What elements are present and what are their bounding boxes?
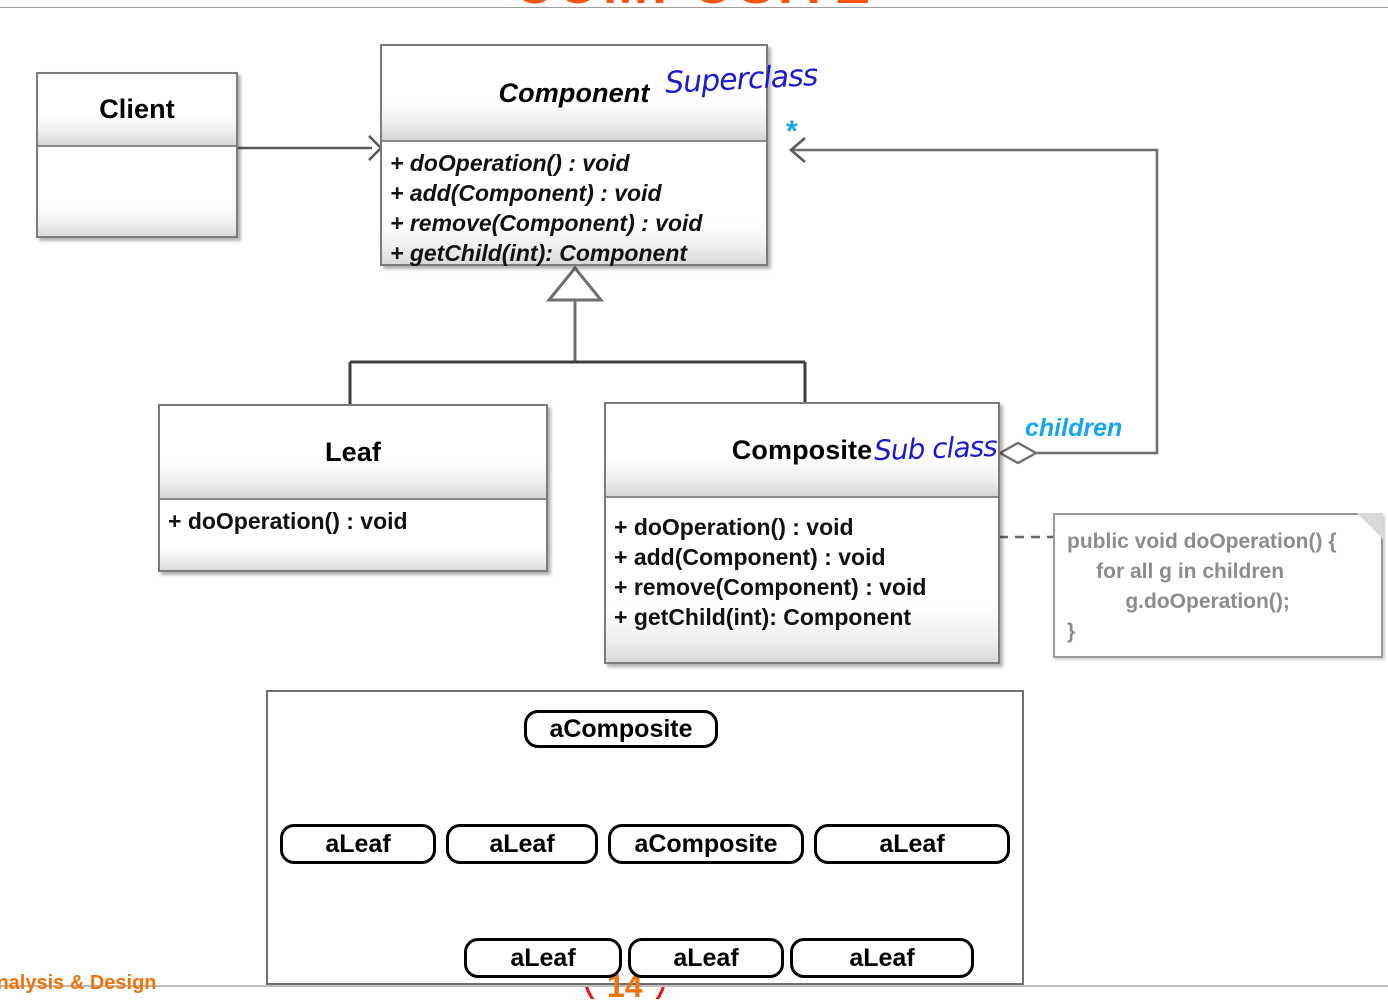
footer-divider xyxy=(0,985,1388,987)
operation-row: + getChild(int): Component xyxy=(390,240,688,266)
operation-row: + doOperation() : void xyxy=(614,514,854,540)
multiplicity-star-label: * xyxy=(786,115,798,148)
footer-course-label: Analysis & Design xyxy=(0,972,157,994)
operation-row: + getChild(int): Component xyxy=(614,604,912,630)
object-node-aleaf[interactable]: aLeaf xyxy=(446,824,598,864)
object-node-aleaf[interactable]: aLeaf xyxy=(464,938,622,978)
object-node-acomposite[interactable]: aComposite xyxy=(608,824,804,864)
class-box-composite[interactable]: Composite + doOperation() : void + add(C… xyxy=(604,402,1000,664)
slide-title: COMPOSITE xyxy=(0,0,1388,8)
class-operations-leaf: + doOperation() : void xyxy=(160,500,546,570)
note-fold-corner xyxy=(1357,513,1383,539)
handwritten-superclass-annotation: Superclass xyxy=(664,58,819,101)
operation-row: + doOperation() : void xyxy=(390,150,630,176)
class-operations-component: + doOperation() : void + add(Component) … xyxy=(382,142,766,266)
class-header-component: Component xyxy=(382,46,766,142)
slide-title-strip: COMPOSITE xyxy=(0,0,1388,8)
class-name-leaf: Leaf xyxy=(325,436,381,467)
operation-row: + add(Component) : void xyxy=(614,544,886,570)
object-node-root-acomposite[interactable]: aComposite xyxy=(524,710,718,748)
class-box-client[interactable]: Client xyxy=(36,72,238,238)
class-operations-composite: + doOperation() : void + add(Component) … xyxy=(606,498,998,662)
note-code-text: public void doOperation() { for all g in… xyxy=(1067,530,1337,643)
class-header-composite: Composite xyxy=(606,404,998,498)
operation-row: + add(Component) : void xyxy=(390,180,662,206)
object-node-aleaf[interactable]: aLeaf xyxy=(280,824,436,864)
uml-note-dooperation-body: public void doOperation() { for all g in… xyxy=(1053,513,1383,658)
class-name-component: Component xyxy=(498,77,650,108)
class-header-client: Client xyxy=(38,74,236,147)
handwritten-subclass-annotation: Sub class xyxy=(873,429,998,468)
class-box-component[interactable]: Component + doOperation() : void + add(C… xyxy=(380,44,768,266)
object-node-aleaf[interactable]: aLeaf xyxy=(790,938,974,978)
operation-row: + remove(Component) : void xyxy=(390,210,703,236)
generalization-triangle xyxy=(348,265,807,404)
client-to-component-link xyxy=(238,135,383,161)
operation-row: + remove(Component) : void xyxy=(614,574,927,600)
object-node-aleaf[interactable]: aLeaf xyxy=(814,824,1010,864)
class-name-client: Client xyxy=(99,94,175,124)
operation-row: + doOperation() : void xyxy=(168,508,408,534)
class-body-client xyxy=(38,147,236,236)
association-role-children-label: children xyxy=(1025,414,1123,442)
class-box-leaf[interactable]: Leaf + doOperation() : void xyxy=(158,404,548,572)
object-node-aleaf[interactable]: aLeaf xyxy=(628,938,784,978)
class-name-composite: Composite xyxy=(731,434,873,465)
class-header-leaf: Leaf xyxy=(160,406,546,500)
title-underline xyxy=(0,7,1388,8)
